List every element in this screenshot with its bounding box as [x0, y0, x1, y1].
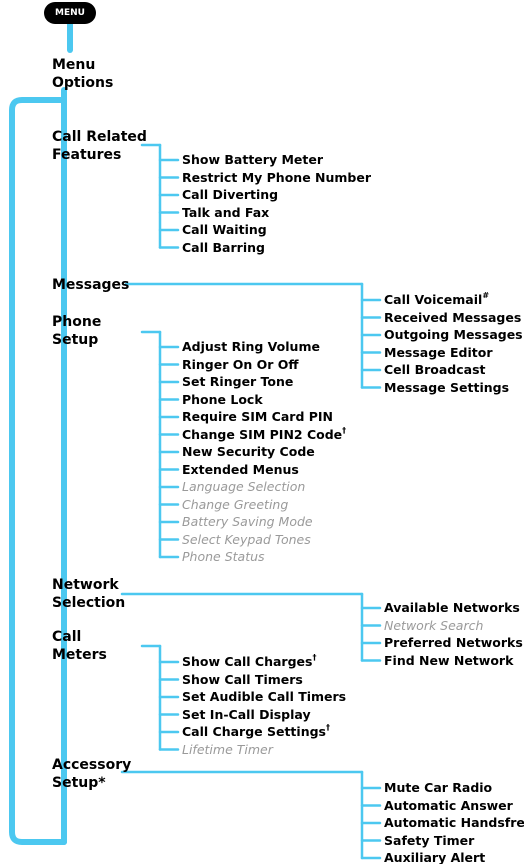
menu-item-label: Phone Lock — [182, 391, 263, 407]
menu-item: Change Greeting — [182, 496, 288, 514]
footnote-mark: † — [325, 723, 330, 732]
menu-item-label: Received Messages — [384, 309, 522, 325]
menu-item: Preferred Networks — [384, 634, 523, 652]
menu-item: Language Selection — [182, 478, 305, 496]
menu-item-label: Mute Car Radio — [384, 780, 493, 795]
menu-item-label: Extended Menus — [182, 461, 299, 477]
footnote-mark: † — [312, 653, 317, 662]
menu-item-label: Require SIM Card PIN — [182, 409, 334, 424]
menu-item: Extended Menus — [182, 461, 299, 479]
menu-item: Change SIM PIN2 Code† — [182, 426, 346, 444]
menu-item-label: Language Selection — [182, 479, 306, 494]
menu-item: Restrict My Phone Number — [182, 169, 371, 187]
menu-item-label: Network Search — [384, 617, 484, 633]
menu-item-label: Set Ringer Tone — [182, 374, 294, 389]
menu-item: Message Editor — [384, 344, 493, 362]
menu-item: Received Messages — [384, 309, 521, 327]
menu-item-label: Show Call Charges — [182, 654, 313, 669]
menu-item-label: Phone Status — [182, 549, 265, 564]
menu-item: Set Audible Call Timers — [182, 688, 346, 706]
menu-item: Call Voicemail# — [384, 291, 489, 309]
menu-item: Adjust Ring Volume — [182, 338, 320, 356]
menu-item: Show Battery Meter — [182, 151, 323, 169]
menu-item: Show Call Charges† — [182, 653, 316, 671]
menu-item: Battery Saving Mode — [182, 513, 313, 531]
menu-item-label: Call Charge Settings — [182, 724, 326, 739]
menu-item: Network Search — [384, 617, 483, 635]
menu-item-label: Call Voicemail — [384, 292, 483, 307]
menu-item: Message Settings — [384, 379, 509, 397]
menu-item: Find New Network — [384, 652, 513, 670]
menu-item-label: Change SIM PIN2 Code — [182, 426, 343, 442]
menu-item: Call Waiting — [182, 221, 267, 239]
menu-item: Automatic Handsfree — [384, 814, 524, 832]
menu-item: Cell Broadcast — [384, 361, 486, 379]
menu-button-icon: MENU — [44, 2, 96, 24]
menu-item: Auxiliary Alert — [384, 849, 485, 864]
menu-item-label: Call Barring — [182, 239, 265, 255]
footnote-mark: # — [482, 291, 490, 300]
menu-item: Outgoing Messages — [384, 326, 523, 344]
menu-item: Automatic Answer — [384, 797, 513, 815]
menu-item: Set Ringer Tone — [182, 373, 293, 391]
menu-item: Set In-Call Display — [182, 706, 311, 724]
menu-item-label: Restrict My Phone Number — [182, 169, 371, 185]
menu-item: Call Charge Settings† — [182, 723, 330, 741]
menu-item: Talk and Fax — [182, 204, 269, 222]
menu-item: Phone Status — [182, 548, 265, 566]
menu-item-label: Show Battery Meter — [182, 152, 323, 167]
menu-item: Lifetime Timer — [182, 741, 273, 759]
menu-item-label: Show Call Timers — [182, 671, 303, 687]
menu-item: Phone Lock — [182, 391, 263, 409]
menu-item-label: Outgoing Messages — [384, 327, 523, 342]
menu-item-label: Select Keypad Tones — [182, 531, 311, 547]
main-loop-line — [9, 97, 67, 845]
menu-item-label: Automatic Answer — [384, 797, 513, 813]
menu-item-label: Cell Broadcast — [384, 362, 486, 377]
menu-item-label: Set Audible Call Timers — [182, 689, 347, 704]
menu-item-label: Set In-Call Display — [182, 706, 311, 722]
group-title-messages: Messages — [52, 277, 130, 293]
menu-item-label: Battery Saving Mode — [182, 514, 313, 529]
menu-item: Mute Car Radio — [384, 779, 492, 797]
menu-item: Ringer On Or Off — [182, 356, 299, 374]
menu-item: New Security Code — [182, 443, 315, 461]
menu-item: Call Diverting — [182, 186, 278, 204]
menu-item-label: Available Networks — [384, 600, 520, 615]
menu-item-label: Call Diverting — [182, 187, 279, 202]
menu-item-label: Auxiliary Alert — [384, 850, 486, 864]
menu-item-label: Message Editor — [384, 344, 493, 360]
menu-item-label: Adjust Ring Volume — [182, 339, 320, 354]
menu-item-label: Lifetime Timer — [182, 741, 273, 757]
menu-item: Select Keypad Tones — [182, 531, 311, 549]
menu-item-label: Talk and Fax — [182, 204, 270, 220]
footnote-mark: † — [342, 425, 347, 435]
menu-item-label: Message Settings — [384, 379, 510, 395]
menu-item-label: Ringer On Or Off — [182, 356, 299, 372]
menu-item-label: Change Greeting — [182, 496, 289, 512]
menu-item: Available Networks — [384, 599, 520, 617]
menu-item-label: Find New Network — [384, 652, 514, 668]
menu-item: Show Call Timers — [182, 671, 303, 689]
menu-item-label: Call Waiting — [182, 222, 267, 237]
menu-item: Safety Timer — [384, 832, 474, 850]
menu-item-label: Safety Timer — [384, 832, 475, 848]
menu-item-label: Preferred Networks — [384, 635, 523, 650]
menu-item: Require SIM Card PIN — [182, 408, 333, 426]
menu-item-label: Automatic Handsfree — [384, 815, 524, 830]
menu-item: Call Barring — [182, 239, 265, 257]
menu-item-label: New Security Code — [182, 444, 315, 459]
